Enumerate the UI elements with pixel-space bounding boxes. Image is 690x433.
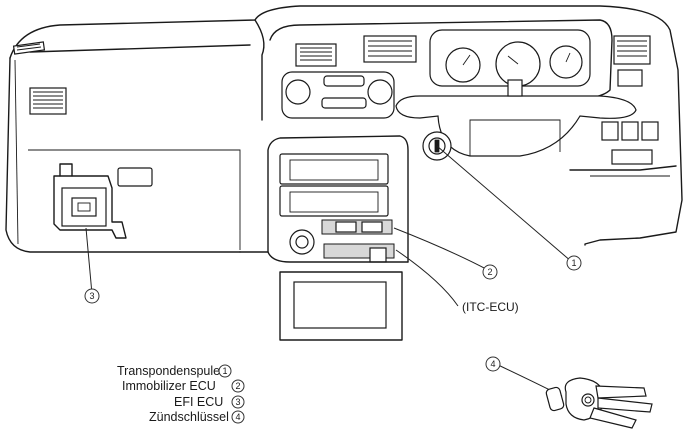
legend-item-3-text: EFI ECU	[174, 395, 223, 409]
legend-item-4: Zündschlüssel 4	[149, 410, 245, 424]
callout-3: 3	[84, 288, 100, 304]
legend-item-4-num: 4	[235, 412, 240, 422]
callout-4-label: 4	[490, 359, 495, 369]
legend-item-1: Transpondenspule 1	[117, 364, 232, 378]
itc-ecu-label: (ITC-ECU)	[462, 300, 519, 314]
hvac-controls	[281, 71, 395, 119]
legend-item-2: Immobilizer ECU 2	[122, 379, 245, 393]
dashboard-outline	[5, 5, 683, 253]
air-vents	[29, 35, 651, 115]
glove-box-area	[53, 163, 153, 239]
legend-item-2-text: Immobilizer ECU	[122, 379, 216, 393]
callout-2-label: 2	[487, 267, 492, 277]
legend: Transpondenspule 1 Immobilizer ECU 2 EFI…	[117, 364, 245, 424]
legend-item-2-num: 2	[235, 381, 240, 391]
steering-column	[395, 79, 637, 157]
leader-lines	[85, 145, 573, 397]
callout-3-label: 3	[89, 291, 94, 301]
legend-item-3: EFI ECU 3	[174, 395, 245, 409]
legend-item-1-num: 1	[222, 366, 227, 376]
ignition-key	[545, 377, 653, 429]
callout-1: 1	[566, 255, 582, 271]
legend-item-4-text: Zündschlüssel	[149, 410, 229, 424]
callout-1-label: 1	[571, 258, 576, 268]
center-console	[267, 135, 409, 341]
legend-item-1-text: Transpondenspule	[117, 364, 220, 378]
switch-panel	[601, 121, 659, 165]
callout-2: 2	[482, 264, 498, 280]
legend-item-3-num: 3	[235, 397, 240, 407]
callout-4: 4	[485, 356, 501, 372]
